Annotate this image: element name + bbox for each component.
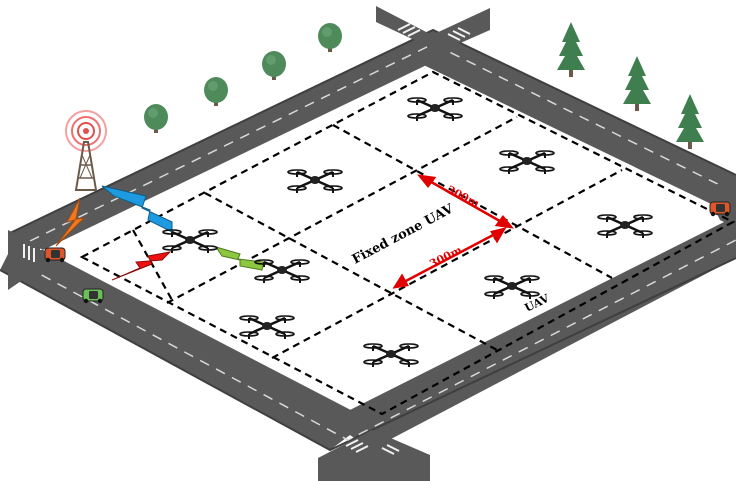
tree-icon (262, 51, 286, 80)
uav-icon (253, 258, 311, 285)
grid-line-3 (166, 116, 518, 304)
pine-tree-icon (676, 94, 704, 149)
pine-tree-icon (623, 56, 651, 111)
road-stub-left (8, 230, 40, 290)
road-stub-bottom (318, 430, 430, 481)
car-icon (44, 247, 66, 263)
tree-icon (204, 77, 228, 106)
uav-icon (406, 96, 464, 123)
zone-grid (79, 70, 736, 416)
tree-icon (144, 104, 168, 133)
grid-line-1 (204, 192, 498, 351)
uav-icon (238, 314, 296, 341)
uav-icon (498, 149, 556, 176)
dimension-arrows (392, 174, 514, 289)
tree-icon (318, 23, 342, 52)
uav-icon (161, 228, 219, 255)
zone-boundary (79, 70, 736, 416)
uav-icon (362, 342, 420, 369)
road-stub-top (376, 6, 490, 52)
lightning-signal-icon (214, 246, 265, 271)
dimension-label-bottom: 300m (427, 243, 464, 270)
cell-tower-icon (65, 110, 107, 191)
pine-tree-icon (557, 22, 585, 77)
grid-line-4 (271, 169, 623, 359)
road-north-east (407, 30, 736, 216)
car-icon (82, 288, 104, 304)
lightning-signal-icon (55, 197, 86, 247)
uav-icon (596, 213, 654, 240)
road-south-west (0, 250, 370, 450)
grid-line-5 (132, 229, 173, 301)
road-network (0, 6, 736, 481)
uav-icon (483, 274, 541, 301)
lightning-signal-icon (111, 251, 172, 281)
car-icon (709, 201, 731, 217)
uav-icon (286, 168, 344, 195)
road-south-east (330, 216, 736, 450)
grid-line-2 (332, 124, 613, 279)
